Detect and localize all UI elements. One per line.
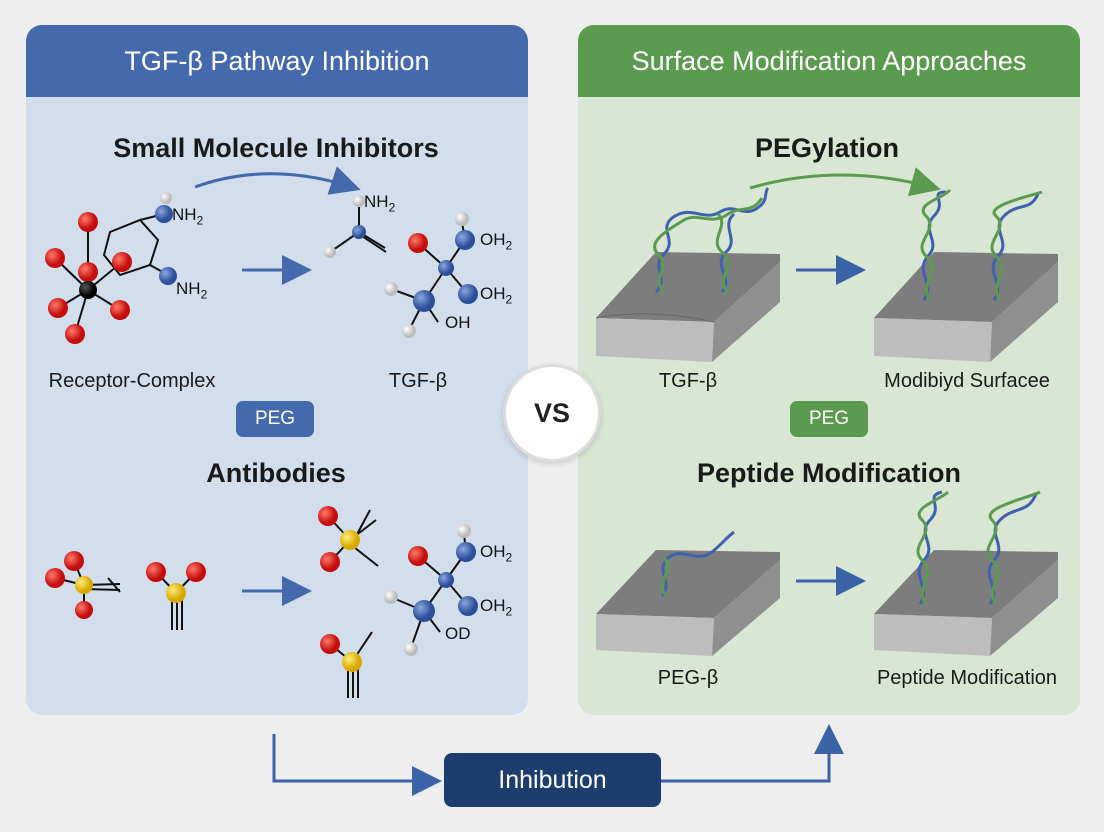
- nh2-label-1: NH2: [172, 205, 204, 228]
- oh2-label-2: OH2: [480, 284, 513, 307]
- left-panel: TGF-β Pathway Inhibition: [26, 25, 528, 715]
- curved-arrow-left: [194, 166, 361, 195]
- od-label: OD: [445, 624, 471, 643]
- bottom-connector-left: [272, 734, 442, 796]
- surface-block-3: [596, 550, 780, 656]
- tgf-beta-molecule-2: [384, 524, 478, 656]
- oh2-label-1: OH2: [480, 230, 513, 253]
- peg-beta-caption: PEG-β: [657, 667, 719, 689]
- antibody-molecule-2: [146, 562, 206, 630]
- surface-block-4: [874, 550, 1058, 656]
- surface-block-1: [595, 252, 780, 362]
- oh2-label-3: OH2: [480, 542, 513, 565]
- helix-group-2: [920, 188, 1043, 301]
- pegylation-heading: PEGylation: [754, 133, 900, 163]
- small-molecule-heading: Small Molecule Inhibitors: [113, 133, 439, 163]
- tgf-beta-molecule: [384, 212, 478, 338]
- modified-surface-caption: Modibiyd Surfacee: [884, 370, 1050, 392]
- tgf-beta-caption-right: TGF-β: [658, 370, 718, 392]
- peg-badge-left: PEG: [236, 401, 314, 437]
- antibodies-heading: Antibodies: [206, 458, 346, 488]
- vs-badge: VS: [503, 364, 601, 462]
- oh2-label-4: OH2: [480, 596, 513, 619]
- small-fragment-molecule: [324, 195, 387, 258]
- surface-block-2: [874, 252, 1058, 362]
- right-panel-title: Surface Modification Approaches: [578, 25, 1080, 97]
- receptor-complex-caption: Receptor-Complex: [48, 370, 216, 392]
- inhibition-box: Inhibution: [444, 753, 661, 807]
- peg-badge-right: PEG: [790, 401, 868, 437]
- helix-group-1: [653, 186, 770, 294]
- nh2-label-2: NH2: [176, 279, 208, 302]
- receptor-complex-molecule: [45, 192, 177, 344]
- left-panel-title: TGF-β Pathway Inhibition: [26, 25, 528, 97]
- peptide-modification-heading: Peptide Modification: [696, 458, 962, 488]
- nh2-label-3: NH2: [364, 192, 396, 215]
- helix-group-3: [660, 530, 735, 597]
- antibody-molecule-4: [320, 631, 373, 698]
- oh-label: OH: [445, 313, 471, 332]
- peptide-modification-caption: Peptide Modification: [876, 667, 1058, 689]
- helix-group-4: [916, 490, 1041, 605]
- tgf-beta-caption-left: TGF-β: [388, 370, 448, 392]
- antibody-molecule-3: [318, 506, 379, 572]
- bottom-connector-right: [661, 724, 844, 783]
- curved-arrow-right: [749, 167, 941, 197]
- antibody-molecule-1: [45, 551, 121, 619]
